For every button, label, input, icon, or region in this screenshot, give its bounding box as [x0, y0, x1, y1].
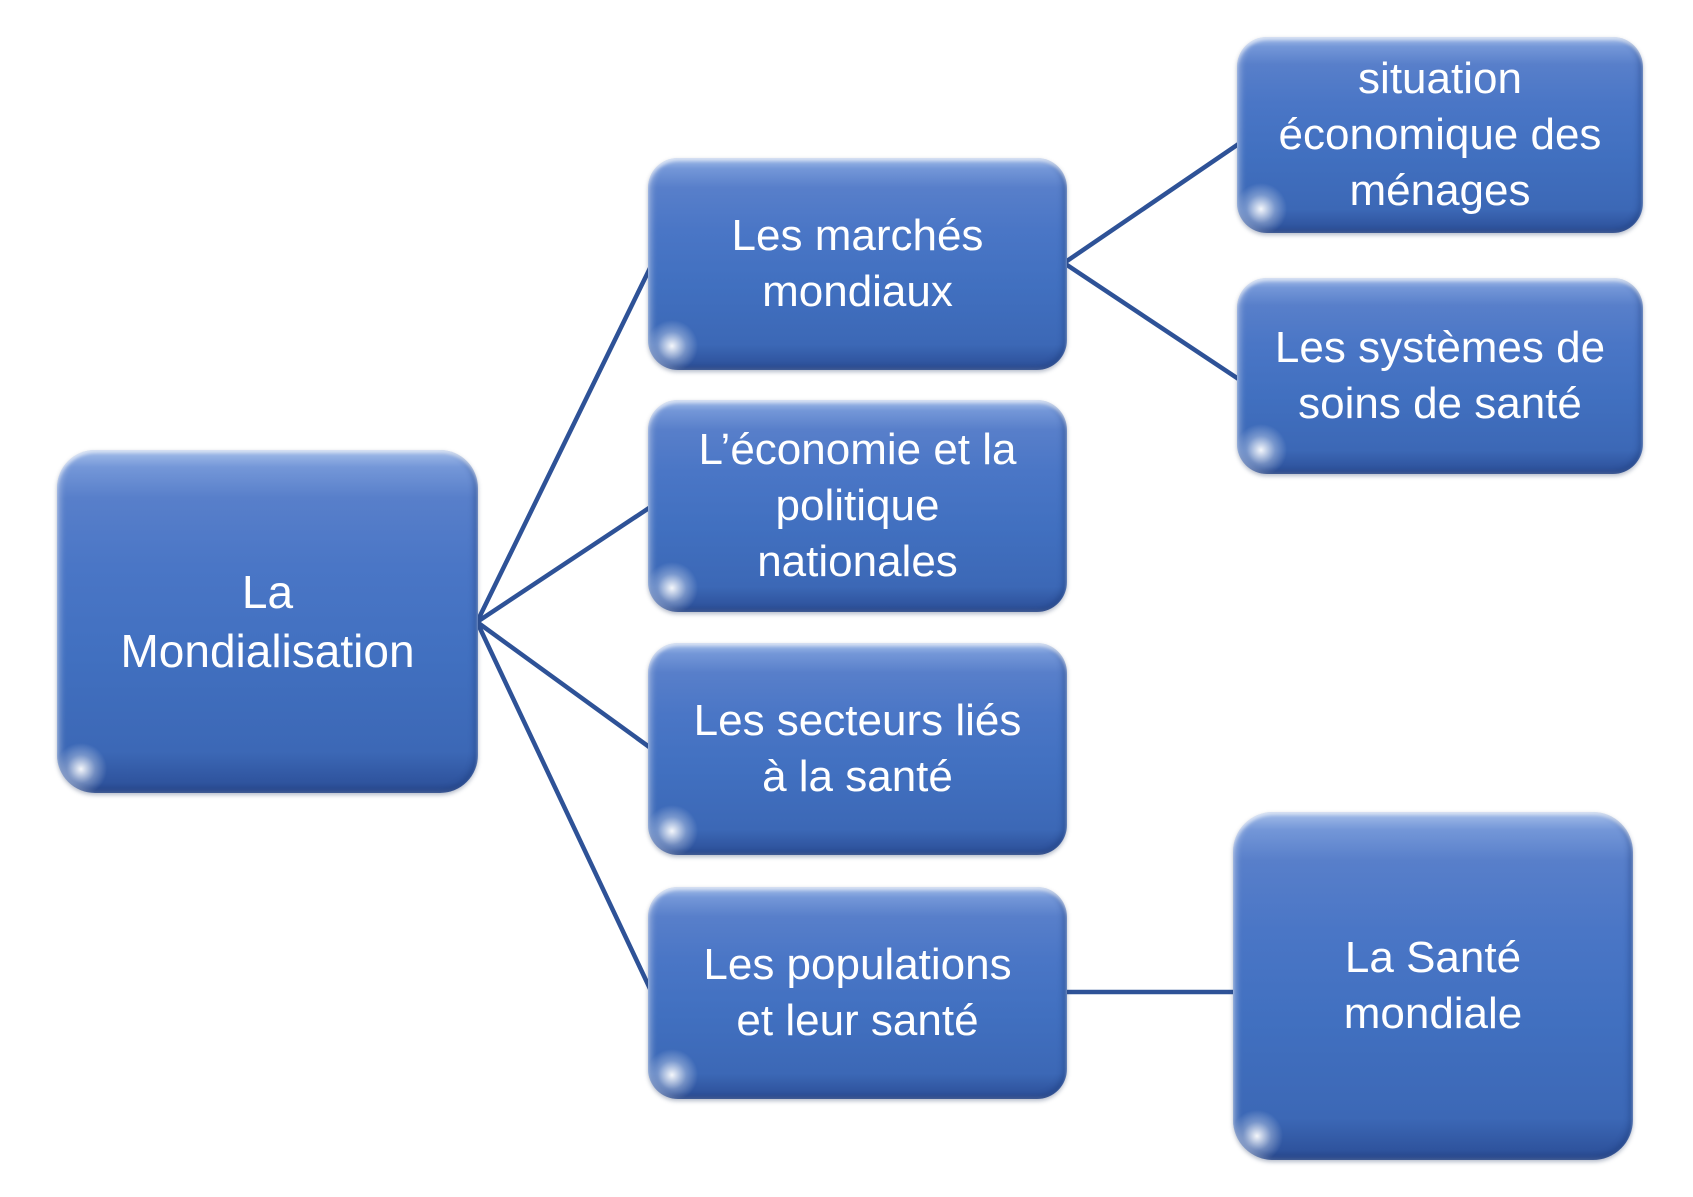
node-secteurs-lies-sante: Les secteurs liés à la santé	[648, 643, 1067, 855]
connector-root-economie	[474, 503, 655, 625]
connector-root-secteurs	[474, 619, 655, 752]
connector-root-marches	[474, 261, 655, 625]
node-economie-politique-nationales: L’économie et la politique nationales	[648, 400, 1067, 612]
node-situation-economique-menages: situation économique des ménages	[1237, 37, 1643, 233]
connector-marches-systemes	[1061, 260, 1243, 383]
connector-root-populations	[474, 619, 655, 996]
node-la-mondialisation: La Mondialisation	[57, 450, 478, 793]
node-la-sante-mondiale: La Santé mondiale	[1233, 812, 1633, 1160]
node-systemes-soins-sante: Les systèmes de soins de santé	[1237, 278, 1643, 474]
connector-marches-situation	[1061, 140, 1243, 266]
node-populations-et-leur-sante: Les populations et leur santé	[648, 887, 1067, 1099]
node-les-marches-mondiaux: Les marchés mondiaux	[648, 158, 1067, 370]
